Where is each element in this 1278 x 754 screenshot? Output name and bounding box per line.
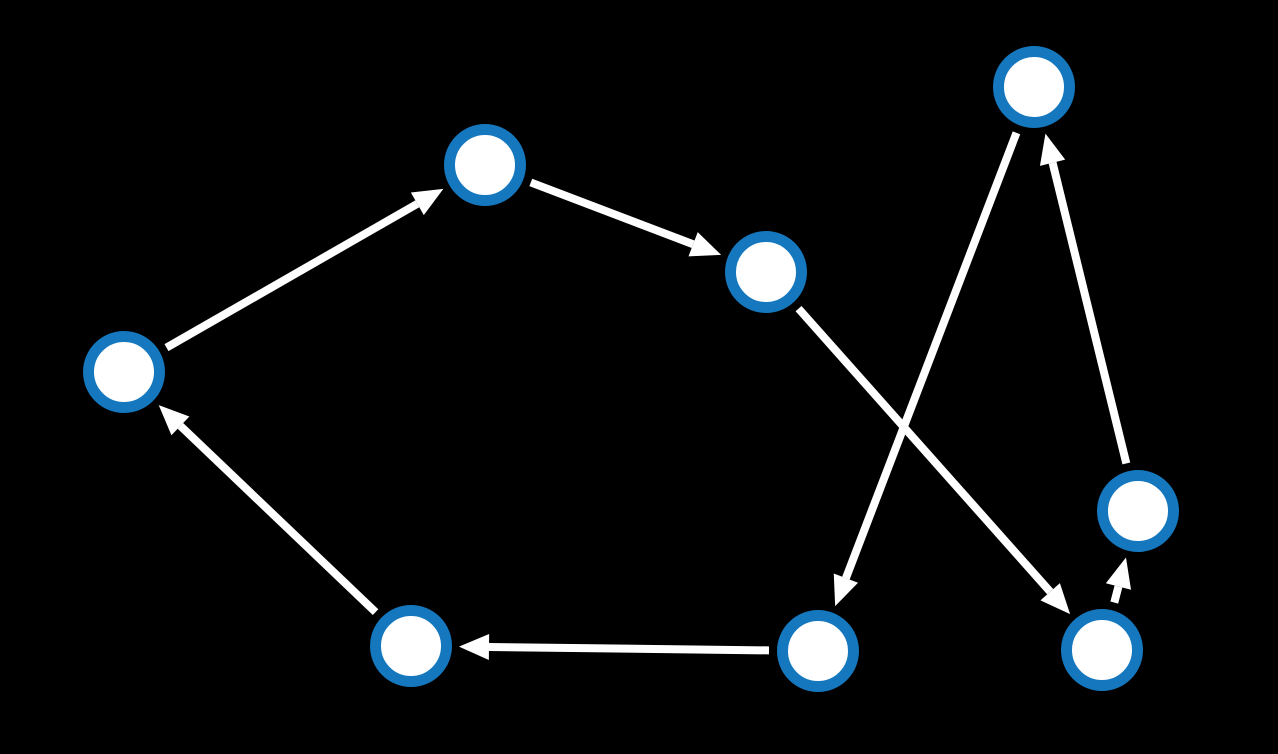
- edge-shaft: [529, 178, 695, 248]
- arrowhead-icon: [688, 232, 722, 257]
- graph-edge-middle-to-bottom-right: [795, 305, 1071, 615]
- edge-shaft: [1110, 585, 1123, 604]
- graph-node-right[interactable]: [1097, 470, 1179, 552]
- arrowhead-icon: [410, 188, 444, 216]
- graph-node-bottom-left[interactable]: [370, 605, 452, 687]
- graph-edge-left-to-upper-middle: [164, 188, 444, 352]
- graph-edge-right-to-top-right: [1039, 133, 1131, 465]
- edge-shaft: [1048, 161, 1131, 465]
- graph-edge-upper-middle-to-middle: [529, 178, 722, 257]
- edge-shaft: [795, 305, 1054, 595]
- arrowhead-icon: [833, 573, 859, 607]
- graph-node-top-right[interactable]: [993, 46, 1075, 128]
- graph-node-left[interactable]: [83, 331, 165, 413]
- graph-edge-bottom-left-to-left: [158, 405, 379, 616]
- edge-shaft: [842, 131, 1021, 580]
- graph-edge-bottom-middle-to-bottom-left: [458, 633, 770, 660]
- graph-edge-bottom-right-to-right: [1105, 557, 1132, 604]
- arrowhead-icon: [1040, 583, 1071, 615]
- arrowhead-icon: [458, 633, 490, 660]
- arrowhead-icon: [1039, 133, 1066, 166]
- edge-shaft: [177, 422, 379, 616]
- graph-node-bottom-middle[interactable]: [777, 610, 859, 692]
- graph-node-middle[interactable]: [725, 231, 807, 313]
- edge-shaft: [164, 200, 420, 352]
- graph-edge-top-right-to-bottom-middle: [833, 131, 1021, 607]
- graph-node-upper-middle[interactable]: [444, 124, 526, 206]
- arrowhead-icon: [158, 405, 190, 436]
- arrowhead-icon: [1105, 557, 1132, 590]
- edge-shaft: [488, 642, 770, 655]
- graph-node-bottom-right[interactable]: [1061, 609, 1143, 691]
